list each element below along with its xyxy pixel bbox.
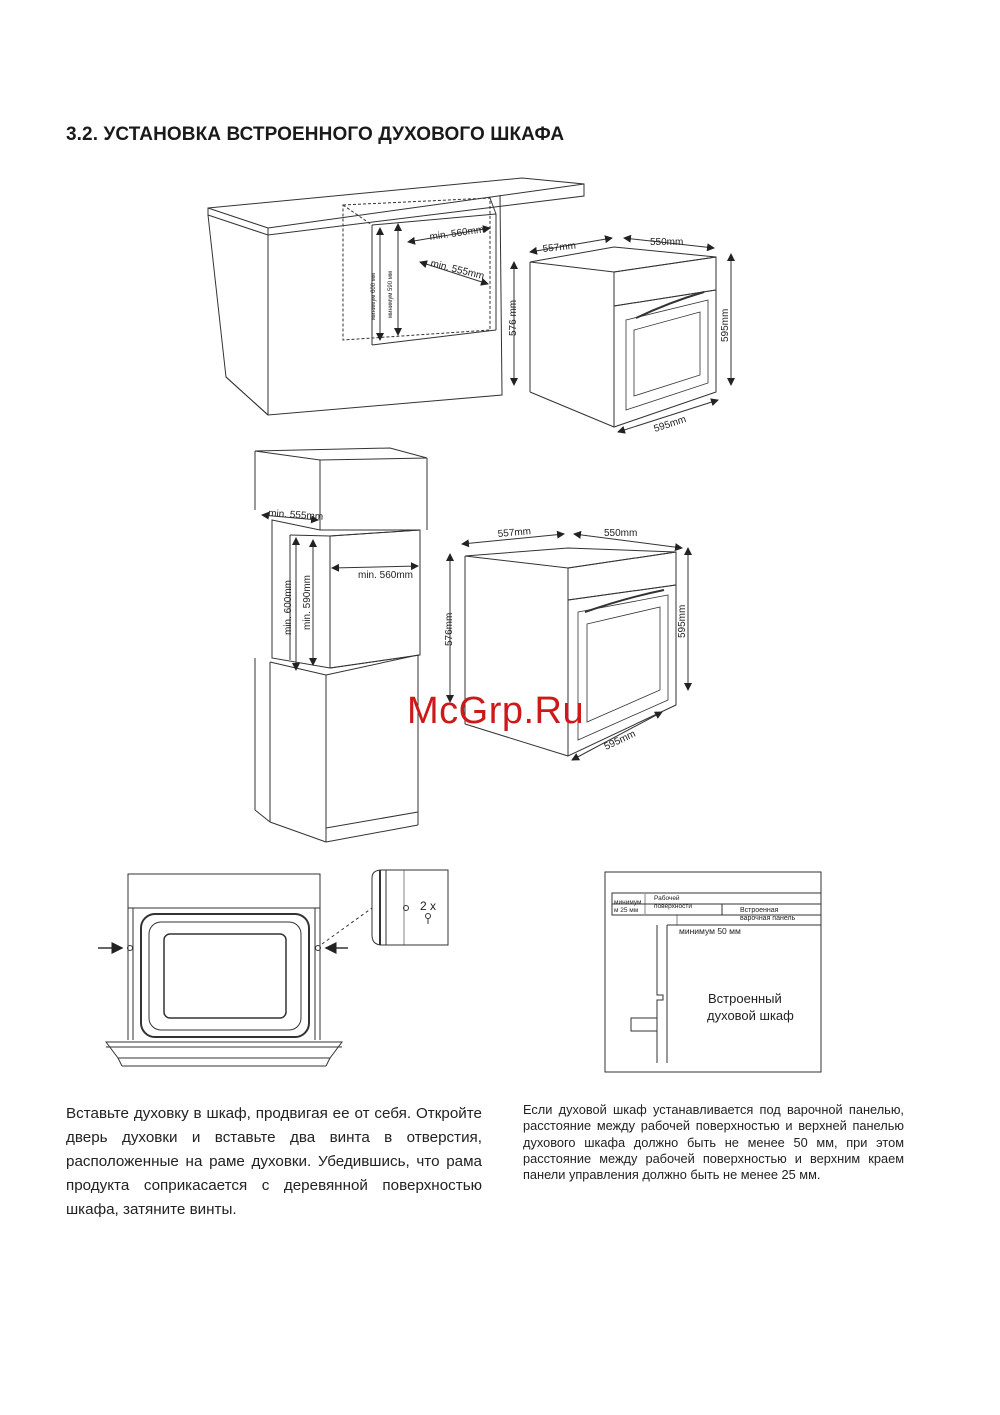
fig2-niche-height-2: min. 590mm — [302, 575, 313, 630]
instruction-text-left: Вставьте духовку в шкаф, продвигая ее от… — [66, 1105, 482, 1218]
instruction-text-right: Если духовой шкаф устанавливается под ва… — [523, 1102, 904, 1183]
figure-screw-fixing — [98, 869, 449, 1067]
fig1-oven-depth: 557mm — [542, 241, 576, 255]
fig4-worktop-2: поверхности — [654, 903, 692, 910]
figure-oven-2 — [446, 530, 692, 761]
fig4-oven-1: Встроенный — [708, 991, 782, 1006]
fig1-niche-width: min. 560mm — [429, 224, 485, 243]
watermark: McGrp.Ru — [407, 690, 585, 732]
fig1-niche-depth: min. 555mm — [429, 258, 485, 282]
fig4-min-label-1: минимум — [614, 899, 642, 906]
figure-oven-1 — [510, 234, 735, 434]
fig1-oven-body-width: 550mm — [650, 237, 683, 248]
fig2-oven-depth: 557mm — [497, 526, 531, 540]
fig1-niche-height-1: минимум 600 мм — [371, 273, 377, 320]
fig2-oven-front-width: 595mm — [603, 729, 638, 753]
fig1-oven-front-height: 595mm — [720, 309, 731, 342]
figure-undercounter-cabinet — [207, 177, 585, 416]
figure-clearance-section — [604, 871, 822, 1073]
fig4-hob-2: варочная панель — [740, 915, 796, 922]
fig4-min-label-2: м 25 мм — [614, 907, 639, 914]
fig2-oven-front-height: 595mm — [677, 605, 688, 638]
fig4-min-50: минимум 50 мм — [679, 926, 741, 936]
fig2-niche-width: min. 560mm — [358, 570, 413, 581]
screws-label: 2 x — [420, 899, 436, 913]
fig2-niche-height-1: min. 600mm — [283, 580, 294, 635]
screw-icon — [425, 913, 431, 924]
fig1-oven-body-height: 576 mm — [508, 300, 519, 336]
fig1-oven-front-width: 595mm — [653, 414, 688, 435]
fig4-oven-2: духовой шкаф — [707, 1008, 794, 1023]
figure-column-cabinet — [254, 447, 428, 843]
fig2-niche-depth: min. 555mm — [268, 508, 324, 523]
section-title: 3.2. УСТАНОВКА ВСТРОЕННОГО ДУХОВОГО ШКАФ… — [66, 124, 565, 145]
fig1-niche-height-2: минимум 590 мм — [388, 271, 394, 318]
fig2-oven-body-height: 576mm — [444, 613, 455, 646]
fig2-oven-body-width: 550mm — [604, 528, 637, 539]
fig4-hob-1: Встроенная — [740, 907, 779, 914]
fig4-worktop-1: Рабочей — [654, 894, 680, 902]
